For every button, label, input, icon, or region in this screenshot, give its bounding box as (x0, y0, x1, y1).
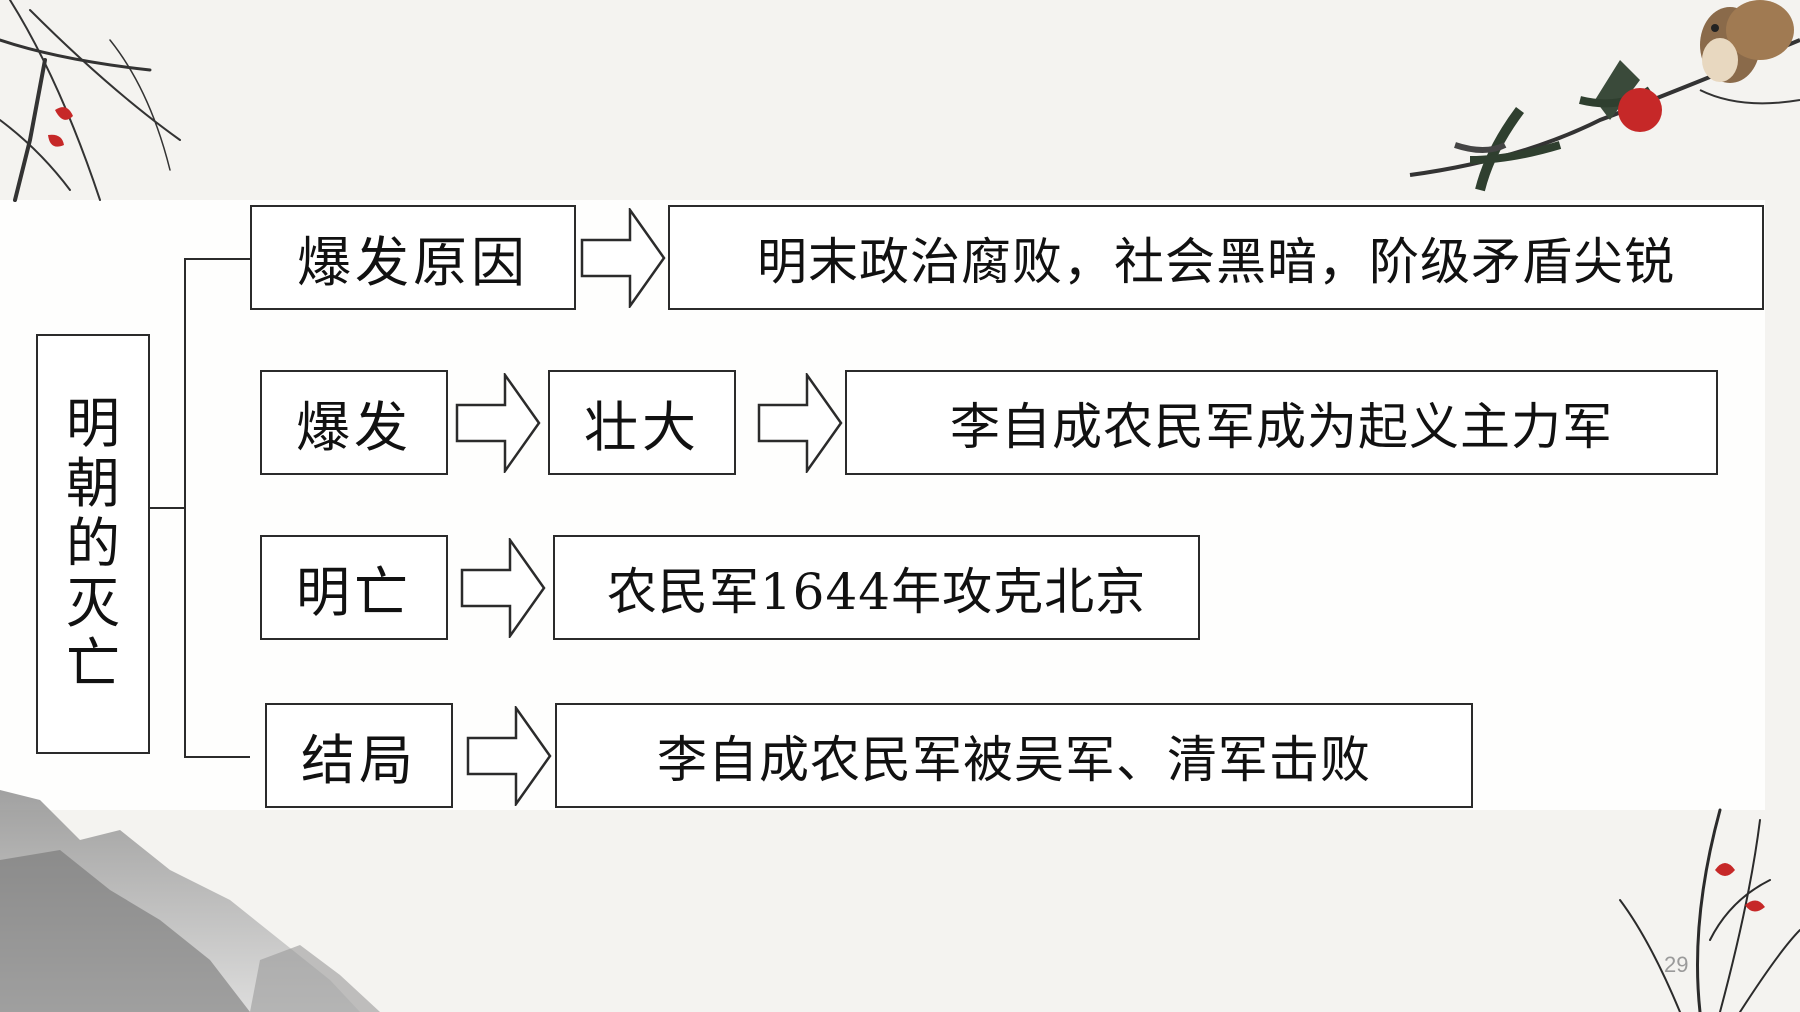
result-box-cause: 明末政治腐败，社会黑暗，阶级矛盾尖锐 (668, 205, 1764, 310)
arrow-right-icon (757, 373, 843, 473)
result-box-fall: 农民军1644年攻克北京 (553, 535, 1200, 640)
arrow-right-icon (580, 208, 666, 308)
step-box-grow: 壮大 (548, 370, 736, 475)
label-box-fall: 明亡 (260, 535, 448, 640)
bamboo-branch (0, 0, 181, 202)
connector-stem (150, 507, 186, 509)
connector-bracket (184, 258, 186, 758)
label-box-cause: 爆发原因 (250, 205, 576, 310)
title-char: 亡 (66, 632, 120, 695)
arrow-right-icon (466, 706, 552, 806)
connector-branch-4 (184, 756, 250, 758)
label-box-outbreak: 爆发 (260, 370, 448, 475)
title-char: 的 (66, 512, 120, 575)
title-char: 明 (66, 392, 120, 455)
result-box-outcome: 李自成农民军被吴军、清军击败 (555, 703, 1473, 808)
title-box: 明 朝 的 灭 亡 (36, 334, 150, 754)
page-number: 29 (1664, 952, 1689, 977)
red-blossom (48, 107, 73, 147)
result-box-outbreak: 李自成农民军成为起义主力军 (845, 370, 1718, 475)
arrow-right-icon (460, 538, 546, 638)
label-box-outcome: 结局 (265, 703, 453, 808)
connector-branch-1 (184, 258, 250, 260)
ink-mountains (0, 790, 380, 1012)
title-char: 朝 (66, 452, 120, 515)
bird-on-branch (1409, 0, 1800, 192)
arrow-right-icon (455, 373, 541, 473)
title-char: 灭 (66, 572, 120, 635)
orchid-plant (1619, 808, 1800, 1012)
